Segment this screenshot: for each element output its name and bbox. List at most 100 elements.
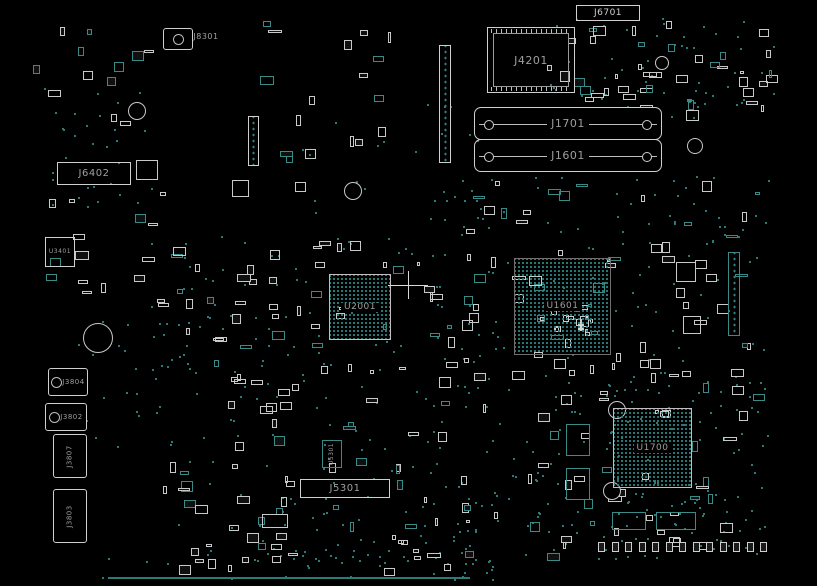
via bbox=[559, 429, 561, 431]
via bbox=[467, 530, 469, 532]
via bbox=[699, 507, 701, 509]
component-J8301[interactable]: J8301 bbox=[163, 28, 218, 50]
part bbox=[662, 256, 675, 263]
part bbox=[329, 463, 336, 473]
via bbox=[118, 162, 120, 164]
via bbox=[548, 531, 550, 533]
part bbox=[413, 549, 419, 553]
component-J5301[interactable]: J5301 bbox=[300, 479, 390, 498]
via bbox=[328, 458, 330, 460]
component-J3807[interactable]: J3807 bbox=[53, 434, 87, 478]
via bbox=[126, 392, 128, 394]
part bbox=[148, 223, 158, 226]
via bbox=[571, 524, 573, 526]
part bbox=[101, 283, 106, 293]
via bbox=[443, 191, 445, 193]
via bbox=[221, 236, 223, 238]
part bbox=[696, 486, 709, 489]
component-U5301[interactable]: U5301 bbox=[322, 440, 342, 468]
via bbox=[700, 545, 702, 547]
via bbox=[700, 294, 702, 296]
via bbox=[745, 547, 747, 549]
part bbox=[232, 464, 238, 469]
component-J3804[interactable]: J3804 bbox=[48, 368, 88, 396]
via bbox=[761, 487, 763, 489]
slot-detail bbox=[484, 151, 494, 162]
component-U3401[interactable]: U3401 bbox=[45, 237, 75, 267]
part bbox=[759, 29, 769, 37]
via bbox=[55, 112, 57, 114]
via bbox=[316, 407, 318, 409]
via bbox=[453, 540, 455, 542]
via bbox=[369, 439, 371, 441]
edge-pad bbox=[760, 542, 767, 552]
part bbox=[344, 40, 352, 50]
component-J1701[interactable]: J1701 bbox=[474, 107, 662, 140]
via bbox=[492, 579, 494, 581]
part bbox=[464, 358, 469, 363]
via bbox=[167, 563, 169, 565]
part bbox=[144, 50, 154, 53]
via bbox=[108, 558, 110, 560]
component-J6701[interactable]: J6701 bbox=[576, 5, 640, 21]
part bbox=[646, 85, 653, 93]
part bbox=[430, 333, 440, 337]
via bbox=[155, 378, 157, 380]
component-U1601[interactable]: U1601 bbox=[514, 258, 611, 355]
via bbox=[663, 92, 665, 94]
socket-ticks bbox=[491, 87, 571, 91]
via bbox=[695, 90, 697, 92]
via bbox=[307, 565, 309, 567]
via bbox=[124, 350, 126, 352]
via bbox=[437, 304, 439, 306]
via bbox=[189, 266, 191, 268]
via bbox=[495, 321, 497, 323]
part bbox=[311, 291, 322, 298]
component-J1601[interactable]: J1601 bbox=[474, 139, 662, 172]
component-J4201[interactable]: J4201 bbox=[487, 27, 575, 93]
part bbox=[396, 465, 400, 474]
shape-header bbox=[439, 45, 451, 163]
part bbox=[69, 199, 75, 203]
via bbox=[492, 272, 494, 274]
part bbox=[461, 476, 467, 485]
via bbox=[342, 524, 344, 526]
via bbox=[373, 541, 375, 543]
part bbox=[474, 373, 486, 381]
via bbox=[630, 203, 632, 205]
via bbox=[736, 409, 738, 411]
via bbox=[686, 47, 688, 49]
via bbox=[464, 386, 466, 388]
component-U1700[interactable]: U1700 bbox=[613, 408, 692, 488]
shape-rect bbox=[232, 180, 249, 197]
via bbox=[751, 510, 753, 512]
component-J3802[interactable]: J3802 bbox=[45, 403, 87, 431]
via bbox=[692, 400, 694, 402]
via bbox=[734, 72, 736, 74]
via bbox=[244, 284, 246, 286]
part bbox=[378, 127, 386, 137]
via bbox=[715, 494, 717, 496]
via bbox=[526, 441, 528, 443]
via bbox=[424, 525, 426, 527]
via bbox=[290, 498, 292, 500]
via bbox=[425, 398, 427, 400]
via bbox=[119, 194, 121, 196]
component-J3803[interactable]: J3803 bbox=[53, 489, 87, 543]
component-U2001[interactable]: U2001 bbox=[329, 274, 391, 340]
part bbox=[686, 110, 699, 121]
via bbox=[295, 550, 297, 552]
via bbox=[553, 549, 555, 551]
part bbox=[528, 474, 532, 484]
via bbox=[92, 354, 94, 356]
via bbox=[183, 288, 185, 290]
via bbox=[52, 172, 54, 174]
via bbox=[751, 407, 753, 409]
via bbox=[360, 539, 362, 541]
via bbox=[724, 499, 726, 501]
via bbox=[359, 560, 361, 562]
component-J6402[interactable]: J6402 bbox=[57, 162, 131, 185]
via bbox=[631, 325, 633, 327]
via bbox=[434, 200, 436, 202]
